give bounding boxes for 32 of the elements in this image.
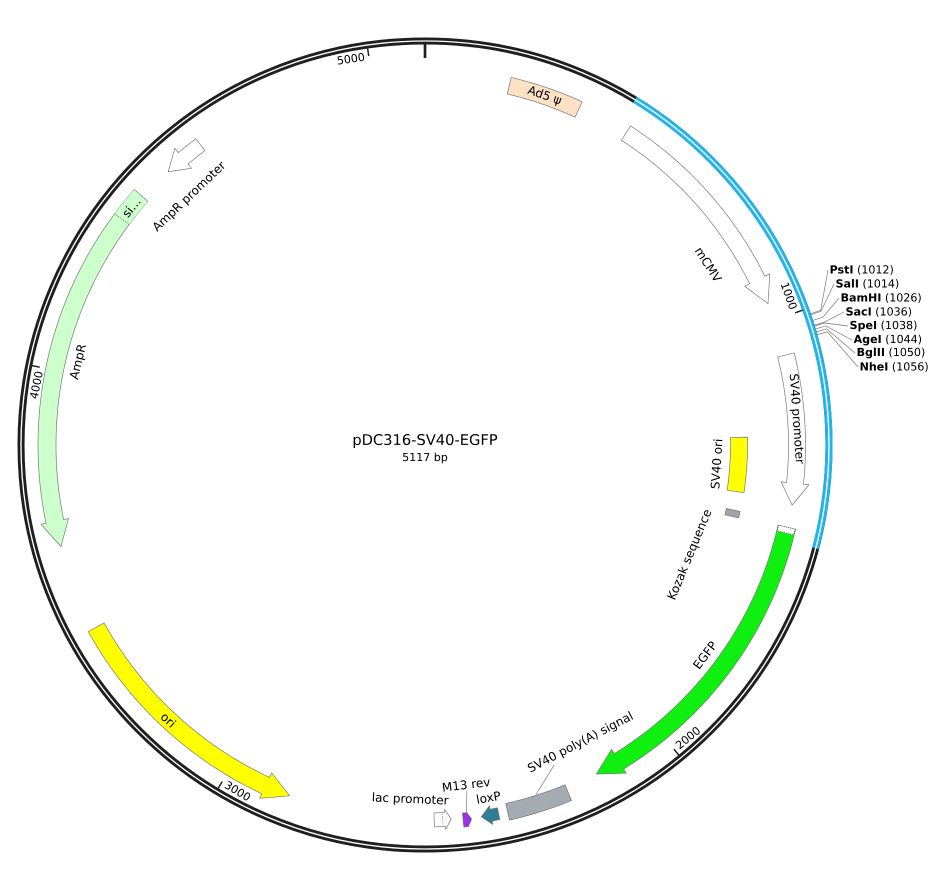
leader-line	[814, 326, 852, 340]
feature-label: loxP	[476, 791, 500, 804]
feature-label: M13 rev	[442, 779, 490, 792]
leader-line	[816, 328, 856, 354]
leader-line	[816, 331, 858, 368]
tick-label: 1000	[780, 282, 797, 309]
site-label: PstI (1012)	[830, 265, 893, 275]
site-label: SpeI (1038)	[850, 320, 916, 332]
feature-marker	[462, 812, 472, 828]
feature-bar: Ad5 ψ	[507, 77, 582, 118]
leader-line	[814, 322, 848, 327]
leader-line	[810, 270, 828, 314]
feature-label: lac promoter	[372, 792, 449, 805]
site-label: BamHI (1026)	[842, 293, 921, 303]
tick-label: 5000	[337, 52, 364, 64]
plasmid-name: pDC316-SV40-EGFP	[354, 434, 498, 448]
site-label: SacI (1036)	[846, 307, 912, 317]
leader-line	[810, 284, 834, 316]
feature-label: SV40 ori	[710, 439, 722, 488]
site-label: SalI (1014)	[836, 279, 898, 289]
leader-line	[535, 764, 555, 796]
leader-line	[466, 790, 468, 813]
site-label: AgeI (1044)	[854, 334, 922, 346]
feature-bar	[505, 784, 572, 820]
site-label: NheI (1056)	[860, 362, 928, 372]
plasmid-size: 5117 bp	[403, 452, 448, 464]
tick-label: 4000	[30, 372, 42, 399]
leader-line	[814, 312, 844, 326]
site-label: BglII (1050)	[858, 348, 924, 358]
feature-label: AmpR	[70, 345, 86, 380]
leader-line	[812, 298, 840, 321]
feature-bar: si…	[114, 189, 148, 225]
